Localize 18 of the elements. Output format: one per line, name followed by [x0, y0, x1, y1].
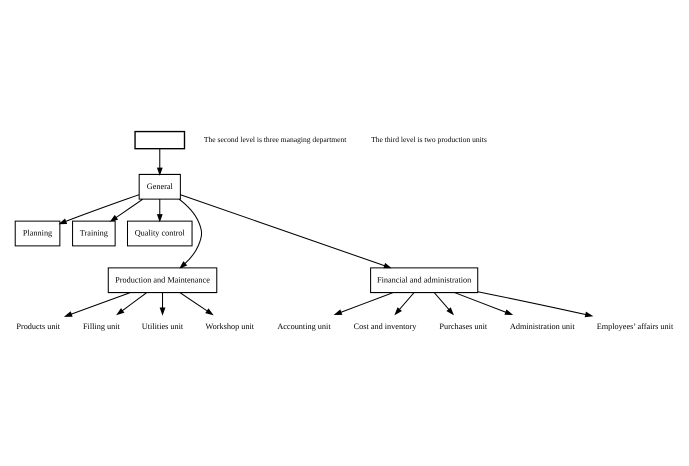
arrow: [116, 292, 147, 315]
node-box: [134, 130, 186, 149]
arrow: [394, 292, 414, 315]
arrow: [478, 290, 594, 317]
label: The second level is three managing department: [204, 134, 346, 144]
arrow: [156, 148, 163, 176]
arrow: [178, 198, 202, 268]
label: The third level is two production units: [371, 134, 487, 144]
arrow: [180, 194, 392, 268]
arrow: [110, 198, 143, 222]
arrow: [434, 292, 454, 315]
arrow: [58, 194, 140, 224]
arrow: [334, 292, 394, 315]
arrow: [160, 292, 166, 316]
arrow: [64, 292, 130, 316]
arrow: [156, 198, 163, 222]
arrow: [454, 292, 514, 315]
arrow: [180, 292, 214, 315]
